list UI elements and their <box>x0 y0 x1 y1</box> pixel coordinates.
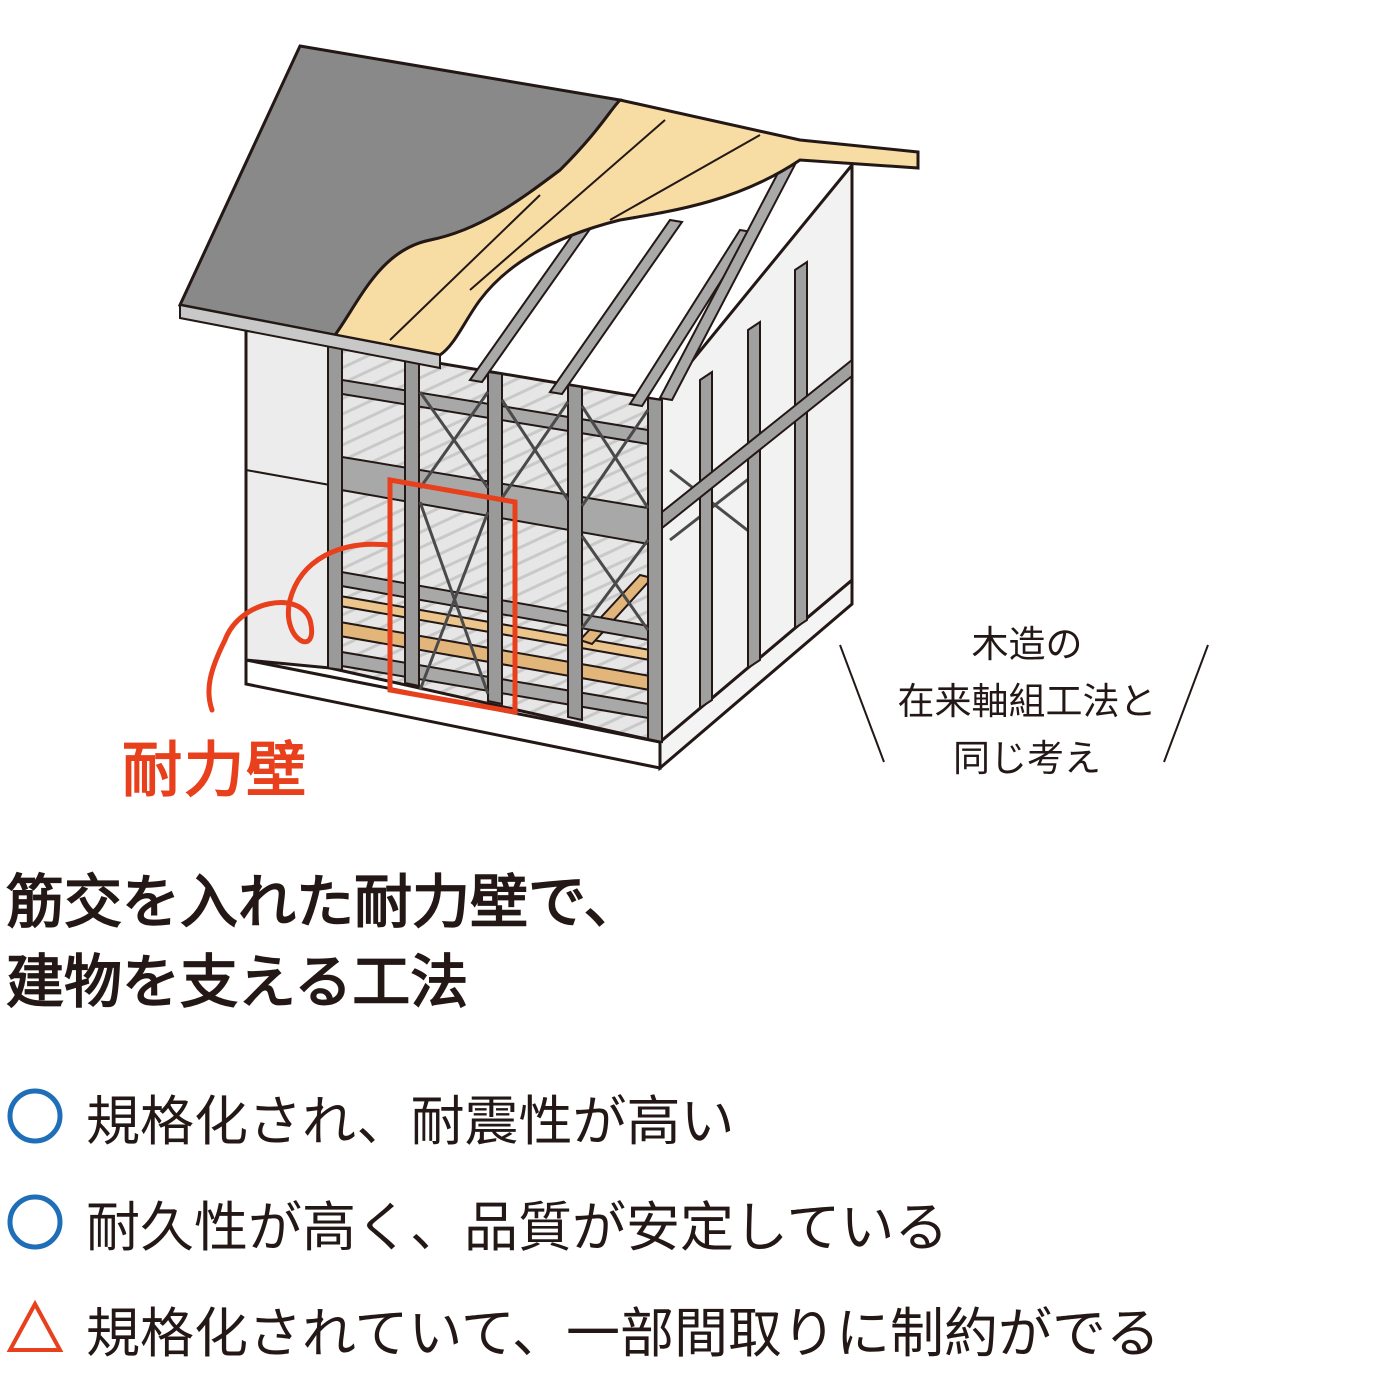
point-text-3: 規格化されていて、一部間取りに制約がでる <box>86 1301 1161 1365</box>
headline: 筋交を入れた耐力壁で、 建物を支える工法 <box>6 862 642 1022</box>
wall-label-leader-line <box>206 541 391 713</box>
point-text-1: 規格化され、耐震性が高い <box>86 1089 735 1153</box>
roof-surface <box>177 44 624 370</box>
vertical-studs <box>327 344 663 744</box>
braces <box>418 391 761 695</box>
right-frame <box>661 260 853 710</box>
point-item-2: 耐久性が高く、品質が安定している <box>4 1182 948 1262</box>
headline-line-1: 筋交を入れた耐力壁で、 <box>6 868 642 936</box>
note-bracket-right <box>1163 644 1209 763</box>
headline-line-2: 建物を支える工法 <box>6 948 469 1016</box>
construction-note: 木造の 在来軸組工法と 同じ考え <box>862 616 1192 787</box>
note-line-2: 在来軸組工法と <box>897 680 1157 723</box>
point-item-1: 規格化され、耐震性が高い <box>4 1076 735 1156</box>
house-frame-illustration <box>177 44 1209 772</box>
bearing-wall-highlight <box>387 477 518 715</box>
note-line-1: 木造の <box>971 623 1083 666</box>
point-text-2: 耐久性が高く、品質が安定している <box>86 1195 949 1259</box>
circle-icon <box>7 1194 63 1250</box>
point-item-3: 規格化されていて、一部間取りに制約がでる <box>4 1288 1160 1368</box>
roof-rafters <box>468 148 802 408</box>
bearing-wall-label: 耐力壁 <box>122 736 308 806</box>
circle-icon <box>7 1088 63 1144</box>
triangle-icon <box>6 1299 64 1352</box>
note-bracket-left <box>839 644 885 763</box>
note-line-3: 同じ考え <box>953 737 1101 780</box>
